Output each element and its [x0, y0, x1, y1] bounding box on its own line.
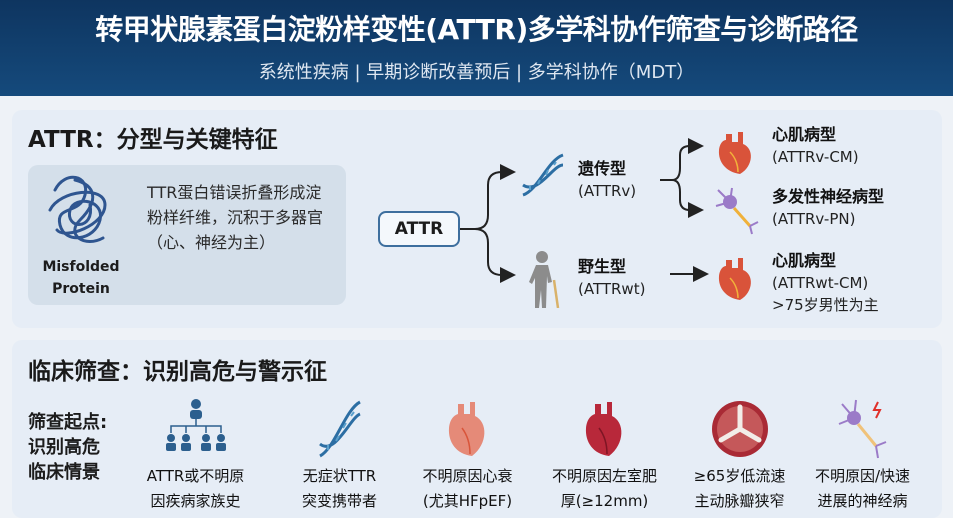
aortic-valve-icon	[711, 401, 768, 457]
thick-heart-icon	[585, 402, 621, 456]
wild-code: (ATTRwt)	[578, 280, 646, 298]
dna-icon	[318, 400, 361, 458]
elderly-person-icon	[529, 251, 560, 308]
start-label-line: 临床情景	[28, 462, 100, 483]
screening-item-neuropathy: 不明原因/快速进展的神经病	[795, 398, 930, 514]
screening-start-label: 筛查起点: 识别高危 临床情景	[28, 410, 107, 485]
outcome-pn: 多发性神经病型 (ATTRv-PN)	[772, 186, 884, 230]
outcome-code: (ATTRwt-CM)	[772, 274, 869, 292]
protein-tangle-icon	[48, 175, 107, 243]
item-label: 不明原因左室肥厚(≥12mm)	[551, 467, 657, 510]
wild-type: 野生型 (ATTRwt)	[578, 256, 645, 300]
heart-icon	[718, 132, 751, 174]
outcome-name: 多发性神经病型	[772, 187, 885, 206]
protein-label-line: Protein	[52, 281, 110, 297]
outcome-note: >75岁男性为主	[772, 296, 879, 314]
heart-icon	[718, 258, 751, 300]
hereditary-type: 遗传型 (ATTRv)	[578, 158, 636, 202]
wild-name: 野生型	[578, 257, 627, 276]
branch-connectors	[460, 138, 709, 283]
pathology-description: TTR蛋白错误折叠形成淀粉样纤维，沉积于多器官（心、神经为主）	[147, 183, 324, 252]
heart-icon	[448, 402, 484, 456]
outcome-code: (ATTRv-PN)	[772, 210, 856, 228]
misfolded-protein-box	[28, 165, 346, 305]
protein-label-line: Misfolded	[42, 259, 120, 275]
page-subtitle: 系统性疾病 | 早期诊断改善预后 | 多学科协作（MDT）	[258, 62, 695, 83]
neuron-icon	[715, 187, 759, 235]
item-label: 不明原因心衰(尤其HFpEF)	[422, 467, 513, 510]
start-label-line: 筛查起点:	[28, 412, 108, 433]
header-banner	[0, 0, 953, 96]
dna-icon	[522, 153, 564, 197]
misfolded-protein-label: Misfolded Protein	[36, 256, 126, 300]
outcome-cm-hereditary: 心肌病型 (ATTRv-CM)	[772, 124, 859, 168]
hereditary-name: 遗传型	[578, 159, 627, 178]
hereditary-code: (ATTRv)	[578, 182, 637, 200]
screening-item-family-history: ATTR或不明原因疾病家族史	[128, 398, 263, 514]
section1-heading: ATTR：分型与关键特征	[28, 127, 278, 153]
item-label: ATTR或不明原因疾病家族史	[146, 467, 245, 510]
screening-item-lvh: 不明原因左室肥厚(≥12mm)	[537, 398, 672, 514]
outcome-cm-wild: 心肌病型 (ATTRwt-CM) >75岁男性为主	[772, 250, 879, 316]
section2-heading: 临床筛查：识别高危与警示征	[28, 359, 327, 385]
attr-root-node: ATTR	[378, 211, 460, 247]
neuron-icon	[838, 399, 886, 459]
outcome-code: (ATTRv-CM)	[772, 148, 859, 166]
page-title: 转甲状腺素蛋白淀粉样变性(ATTR)多学科协作筛查与诊断路径	[95, 13, 858, 46]
screening-item-aortic-stenosis: ≥65岁低流速主动脉瓣狭窄	[672, 398, 807, 514]
family-tree-icon	[165, 399, 226, 451]
item-label: ≥65岁低流速主动脉瓣狭窄	[693, 467, 786, 510]
item-label: 不明原因/快速进展的神经病	[814, 467, 911, 510]
outcome-name: 心肌病型	[772, 125, 837, 144]
screening-item-heart-failure: 不明原因心衰(尤其HFpEF)	[400, 398, 535, 514]
start-label-line: 识别高危	[28, 437, 100, 458]
outcome-name: 心肌病型	[772, 251, 837, 270]
